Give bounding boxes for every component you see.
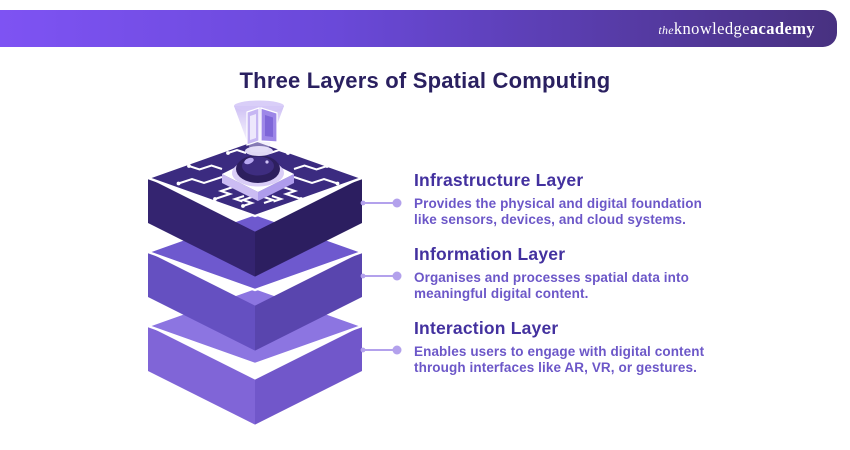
- circuit-traces-icon: [176, 148, 340, 208]
- layer-block-interaction: Interaction Layer Enables users to engag…: [414, 318, 754, 376]
- brand-logo: theknowledgeacademy: [658, 19, 837, 39]
- connector-line-infrastructure: [360, 198, 402, 208]
- layer-description: Enables users to engage with digital con…: [414, 344, 705, 375]
- brand-logo-academy: academy: [749, 18, 815, 38]
- connector-line-information: [360, 271, 402, 281]
- hologram-icon: [234, 100, 284, 156]
- layer-description: Organises and processes spatial data int…: [414, 270, 689, 301]
- infrastructure-slab: [146, 138, 364, 277]
- connector-line-interaction: [360, 345, 402, 355]
- page-title: Three Layers of Spatial Computing: [239, 68, 611, 93]
- layer-heading: Interaction Layer: [414, 318, 559, 338]
- layer-description: Provides the physical and digital founda…: [414, 196, 702, 227]
- chip-icon: [222, 155, 294, 201]
- brand-logo-knowledge: knowledge: [673, 18, 750, 38]
- brand-logo-the: the: [658, 22, 674, 37]
- layer-heading: Information Layer: [414, 244, 566, 264]
- layer-block-information: Information Layer Organises and processe…: [414, 244, 754, 302]
- layer-block-infrastructure: Infrastructure Layer Provides the physic…: [414, 170, 754, 228]
- layer-stack-illustration: [146, 100, 402, 425]
- brand-banner: theknowledgeacademy: [0, 10, 837, 47]
- layer-heading: Infrastructure Layer: [414, 170, 584, 190]
